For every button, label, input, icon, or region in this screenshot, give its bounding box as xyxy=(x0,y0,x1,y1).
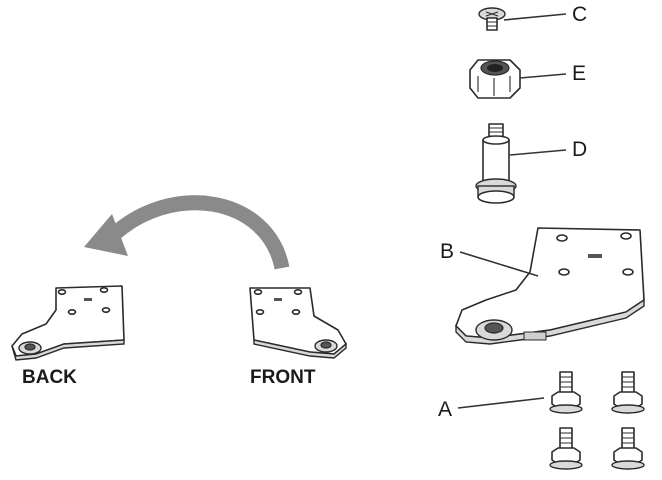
flip-arrow xyxy=(84,195,290,270)
back-caption: BACK xyxy=(22,367,77,388)
leader-c xyxy=(503,13,567,21)
leader-lines xyxy=(457,13,567,409)
hinge-pin-d xyxy=(475,123,517,204)
part-label-c: C xyxy=(572,3,588,26)
bolt-2 xyxy=(611,371,645,414)
screw-c xyxy=(478,7,506,31)
leader-a xyxy=(457,397,545,409)
bolt-3 xyxy=(549,427,583,470)
large-bracket-b xyxy=(455,227,645,345)
front-caption: FRONT xyxy=(250,367,316,388)
bolts-a xyxy=(549,371,645,470)
leader-b xyxy=(459,251,539,277)
part-label-b: B xyxy=(440,240,455,263)
part-label-d: D xyxy=(572,138,588,161)
part-label-a: A xyxy=(438,398,453,421)
part-label-e: E xyxy=(572,62,587,85)
leader-e xyxy=(519,73,567,79)
back-bracket xyxy=(11,285,125,361)
leader-d xyxy=(509,149,567,156)
bushing-e xyxy=(469,59,521,99)
bolt-1 xyxy=(549,371,583,414)
bolt-4 xyxy=(611,427,645,470)
front-bracket xyxy=(249,287,347,359)
